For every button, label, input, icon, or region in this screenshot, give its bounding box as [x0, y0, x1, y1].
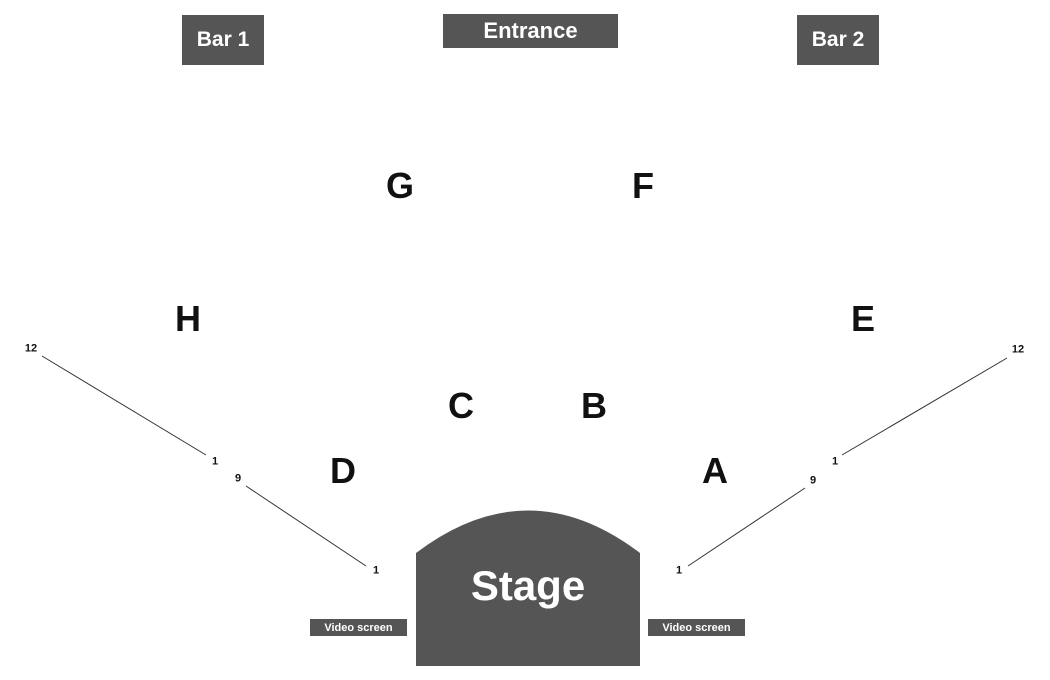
video-screen-right[interactable]: Video screen — [648, 619, 745, 636]
stage-label: Stage — [470, 562, 586, 609]
row-label-right-outer-start: 12 — [1011, 343, 1025, 356]
entrance-box[interactable]: Entrance — [443, 14, 618, 48]
section-b-label[interactable]: B — [581, 385, 607, 426]
row-label-left-inner-end: 1 — [372, 564, 380, 577]
row-label-right-outer-end: 1 — [831, 455, 839, 468]
row-label-right-inner-end: 1 — [675, 564, 683, 577]
section-g-label[interactable]: G — [385, 165, 415, 206]
row-line-left-outer — [41, 355, 207, 456]
section-h-label[interactable]: H — [175, 298, 201, 339]
row-line-right-outer — [841, 357, 1008, 456]
section-d-label[interactable]: D — [330, 450, 356, 491]
bar-1-label: Bar 1 — [196, 28, 250, 51]
section-f-label[interactable]: F — [632, 165, 654, 206]
section-e-label[interactable]: E — [850, 298, 876, 339]
video-screen-left[interactable]: Video screen — [310, 619, 407, 636]
row-label-left-outer-start: 12 — [24, 342, 38, 355]
row-label-left-outer-end: 1 — [211, 455, 219, 468]
stage-shape[interactable] — [416, 510, 640, 667]
row-line-right-inner — [687, 487, 806, 567]
bar-1-box[interactable]: Bar 1 — [182, 15, 264, 65]
bar-2-box[interactable]: Bar 2 — [797, 15, 879, 65]
video-screen-left-label: Video screen — [324, 621, 393, 634]
row-label-right-inner-start: 9 — [809, 474, 817, 487]
section-c-label[interactable]: C — [448, 385, 474, 426]
row-label-left-inner-start: 9 — [234, 472, 242, 485]
bar-2-label: Bar 2 — [811, 28, 865, 51]
row-line-left-inner — [245, 485, 367, 567]
video-screen-right-label: Video screen — [662, 621, 731, 634]
section-a-label[interactable]: A — [702, 450, 728, 491]
entrance-label: Entrance — [483, 18, 578, 43]
